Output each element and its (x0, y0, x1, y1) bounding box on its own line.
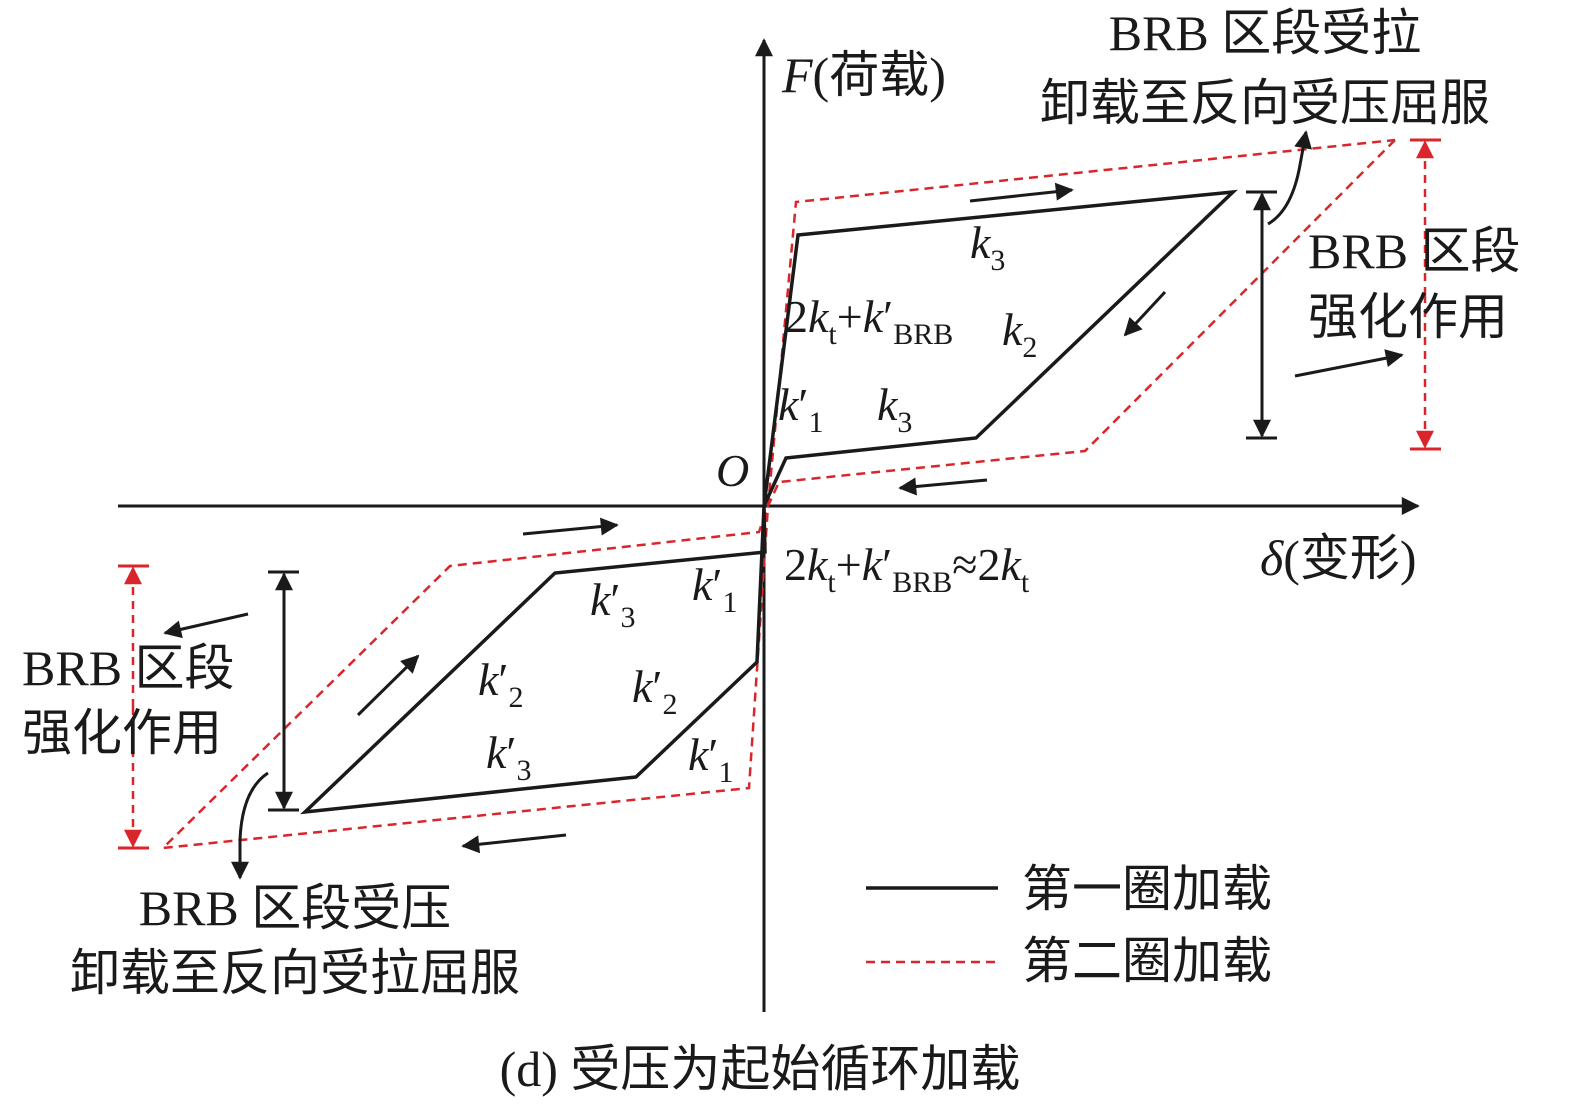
label-k3-top: k3 (970, 217, 1005, 277)
arrow-upper-left (898, 477, 988, 496)
label-k3prime-lower: k′3 (486, 727, 531, 787)
x-axis-label: δ(变形) (1260, 530, 1417, 586)
annotation-top-right-1: BRB 区段受拉 (1109, 5, 1422, 61)
label-k1prime-lower: k′1 (688, 729, 733, 789)
annotation-left-1: BRB 区段 (22, 640, 235, 696)
label-k3prime-lower-top: k′3 (590, 574, 635, 634)
annotation-left-2: 强化作用 (22, 705, 222, 761)
annotation-bottom-left-2: 卸载至反向受拉屈服 (70, 945, 520, 1001)
arrow-lower-left (461, 833, 567, 854)
arrow-left-mid (163, 612, 249, 639)
label-2kt-approx: 2kt+k′BRB≈2kt (784, 539, 1030, 599)
first-cycle-curve (300, 189, 1238, 815)
arrow-lower-diagonal (356, 654, 420, 717)
arrow-upper-diagonal (1123, 290, 1167, 337)
curved-arrow-upper (1267, 130, 1312, 226)
annotation-right-2: 强化作用 (1308, 289, 1508, 345)
label-k2-top: k2 (1002, 304, 1037, 364)
label-k2prime-left: k′2 (478, 654, 523, 714)
label-k3-mid: k3 (877, 379, 912, 439)
label-k1prime-top: k′1 (778, 379, 823, 439)
label-k1prime-lower-top: k′1 (692, 559, 737, 619)
legend-first-label: 第一圈加载 (1022, 861, 1272, 917)
annotation-bottom-left-1: BRB 区段受压 (139, 880, 452, 936)
arrow-upper-right (969, 182, 1074, 203)
arrow-lower-right (522, 517, 619, 536)
label-2kt-kbrb: 2kt+k′BRB (785, 291, 953, 351)
curved-arrow-lower (231, 771, 269, 880)
origin-label: O (716, 445, 749, 496)
arrow-right-mid (1294, 349, 1404, 378)
second-cycle-curve (159, 138, 1396, 850)
annotation-top-right-2: 卸载至反向受压屈服 (1040, 75, 1490, 131)
legend-second-label: 第二圈加载 (1022, 933, 1272, 989)
figure-caption: (d) 受压为起始循环加载 (500, 1041, 1021, 1097)
annotation-right-1: BRB 区段 (1308, 223, 1521, 279)
label-k2prime-right: k′2 (632, 661, 677, 721)
y-axis-label: F(荷载) (781, 47, 946, 103)
